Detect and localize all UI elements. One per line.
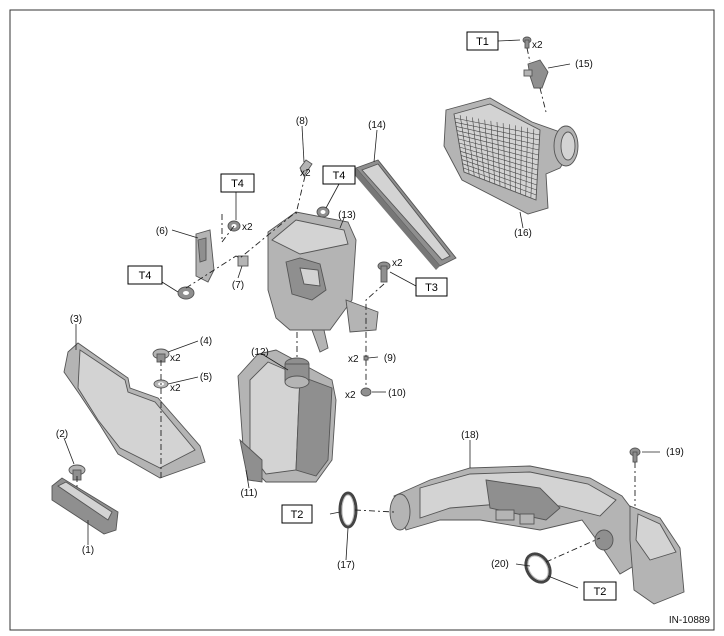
grid-line — [530, 128, 535, 199]
callout-7: (7) — [232, 280, 244, 291]
callout-9: (9) — [384, 353, 396, 364]
part-18-intake-hose — [389, 465, 685, 605]
qty-t3: x2 — [392, 258, 403, 269]
t4-nut-left — [177, 286, 195, 300]
part-11-lower-case — [237, 349, 337, 483]
grid-line — [458, 142, 539, 166]
qty-4: x2 — [170, 353, 181, 364]
part-1-bracket — [51, 477, 119, 535]
grid-line — [462, 163, 537, 191]
qty-5: x2 — [170, 383, 181, 394]
svg-text:T4: T4 — [231, 178, 244, 190]
torque-tag-t4-right: T4 — [322, 165, 356, 185]
qty-10: x2 — [345, 390, 356, 401]
callout-13: (13) — [338, 210, 356, 221]
callout-11: (11) — [240, 488, 257, 499]
part-6-bracket — [195, 229, 215, 283]
torque-tag-t3: T3 — [415, 277, 448, 297]
grid-line — [461, 155, 538, 181]
svg-text:T1: T1 — [476, 36, 489, 48]
callout-2: (2) — [56, 429, 68, 440]
qty-t4: x2 — [242, 222, 253, 233]
callout-1: (1) — [82, 545, 94, 556]
torque-tag-t1: T1 — [466, 31, 499, 51]
part-13-upper-case — [267, 211, 379, 353]
t1-screw — [522, 36, 532, 49]
grid-line — [502, 123, 506, 189]
callout-15: (15) — [575, 59, 593, 70]
svg-text:T2: T2 — [291, 509, 304, 521]
grid-line — [460, 150, 538, 176]
qty-8: x2 — [300, 168, 311, 179]
callout-16: (16) — [514, 228, 532, 239]
part-15-sensor — [523, 59, 549, 89]
callout-8: (8) — [296, 116, 308, 127]
alignment-lines — [76, 47, 636, 563]
callout-18: (18) — [461, 430, 479, 441]
qty-t1: x2 — [532, 40, 543, 51]
grid-line — [520, 126, 522, 195]
svg-text:T4: T4 — [333, 170, 346, 182]
callout-17: (17) — [337, 560, 355, 571]
grid-line — [459, 146, 538, 171]
qty-9: x2 — [348, 354, 359, 365]
torque-tag-t2-right: T2 — [583, 581, 617, 601]
callout-20: (20) — [491, 559, 509, 570]
leader-lines — [63, 39, 660, 589]
part-2-clip — [68, 464, 86, 481]
part-12-boot — [284, 357, 310, 389]
part-8-bracket — [299, 159, 313, 177]
part-17-clamp — [338, 491, 358, 529]
torque-tag-t4-middle: T4 — [220, 173, 255, 193]
grid-line — [463, 167, 537, 196]
callout-5: (5) — [200, 372, 212, 383]
part-20-clamp — [524, 552, 552, 584]
t4-nut-right — [316, 206, 330, 218]
part-4-bolt — [152, 348, 170, 363]
svg-text:T3: T3 — [425, 282, 438, 294]
svg-text:T2: T2 — [594, 586, 607, 598]
t3-bolt — [377, 261, 391, 283]
callout-3: (3) — [70, 314, 82, 325]
callout-4: (4) — [200, 336, 212, 347]
callout-19: (19) — [666, 447, 684, 458]
part-10-grommet — [360, 387, 372, 397]
part-7-grommet — [237, 255, 249, 267]
part-16-intake-duct — [443, 97, 579, 215]
callout-14: (14) — [368, 120, 386, 131]
diagram-frame — [9, 9, 715, 631]
document-id: IN-10889 — [669, 615, 711, 626]
part-14-filter — [352, 159, 457, 270]
part-19-clip — [629, 447, 641, 463]
part-3-shield — [63, 342, 206, 479]
torque-tag-t2-left: T2 — [281, 504, 313, 524]
callout-12: (12) — [251, 347, 269, 358]
svg-text:T4: T4 — [139, 270, 152, 282]
torque-tag-t4-left: T4 — [127, 265, 163, 285]
grid-line — [461, 159, 537, 186]
grid-line — [525, 127, 529, 197]
grid-line — [508, 124, 511, 191]
callout-6: (6) — [156, 226, 168, 237]
callout-10: (10) — [388, 388, 406, 399]
